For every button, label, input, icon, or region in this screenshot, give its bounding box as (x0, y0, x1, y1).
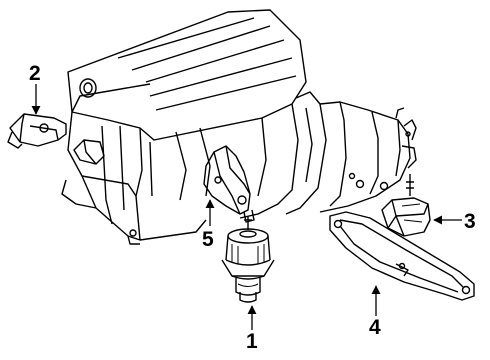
engine-mount-insulator (221, 216, 275, 303)
left-mount-bracket (7, 113, 105, 165)
rear-transmission-mount (381, 174, 431, 237)
transmission (285, 91, 417, 215)
callout-2: 2 (29, 62, 41, 85)
callout-leaders (31, 84, 462, 330)
callout-1: 1 (246, 330, 258, 353)
callout-4: 4 (369, 316, 381, 339)
transmission-bracket (203, 145, 255, 223)
crossmember (329, 211, 475, 301)
callout-5: 5 (202, 228, 214, 251)
engine-block (61, 9, 307, 245)
callout-3: 3 (464, 210, 476, 233)
